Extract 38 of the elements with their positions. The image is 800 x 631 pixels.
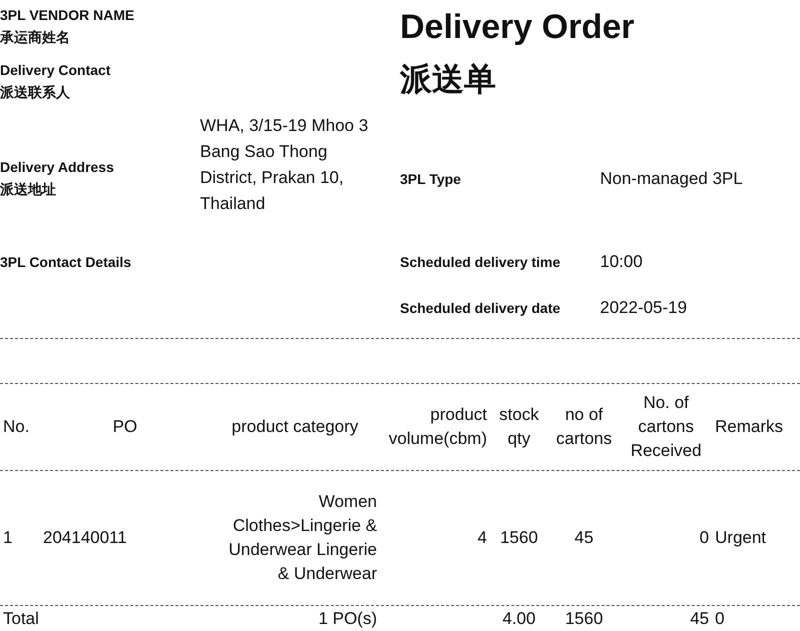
- field-value: 2022-05-19: [600, 297, 688, 319]
- table-cell-text: Total: [2, 608, 40, 630]
- table-cell-text: 1: [2, 527, 14, 549]
- table-cell-text: Urgent: [714, 527, 768, 549]
- table-cell-text: 1 PO(s): [317, 608, 378, 630]
- column-header: No. of cartons Received: [630, 392, 702, 462]
- table-cell-text: 4: [476, 527, 488, 549]
- field-label: 派送地址: [0, 180, 57, 199]
- column-header: No.: [2, 416, 30, 438]
- field-value: 10:00: [600, 251, 644, 273]
- column-header: product volume(cbm): [388, 404, 488, 450]
- document-title: Delivery Order: [400, 8, 634, 47]
- column-header: no of cartons: [555, 404, 613, 450]
- column-header: Remarks: [714, 416, 782, 438]
- table-cell-text: 45: [689, 608, 710, 630]
- field-label: 3PL VENDOR NAME: [0, 6, 136, 25]
- table-cell-text: Women Clothes>Lingerie & Underwear Lingerie & Underwear: [228, 491, 378, 585]
- column-header: stock qty: [498, 404, 540, 450]
- field-label: 派送联系人: [0, 83, 71, 102]
- table-cell-text: 1560: [564, 608, 604, 630]
- column-header: PO: [112, 416, 138, 438]
- table-cell-text: 0: [714, 608, 726, 630]
- field-label: Scheduled delivery time: [400, 253, 562, 272]
- table-cell-text: 45: [574, 527, 594, 549]
- document-title: 派送单: [400, 60, 496, 99]
- table-cell-text: 204140011: [42, 527, 128, 549]
- field-label: 3PL Contact Details: [0, 253, 132, 272]
- field-value: WHA, 3/15-19 Mhoo 3 Bang Sao Thong District, Prakan 10, Thailand: [200, 115, 370, 215]
- field-label: Scheduled delivery date: [400, 299, 562, 318]
- field-label: 承运商姓名: [0, 28, 71, 47]
- table-cell-text: 4.00: [501, 608, 537, 630]
- field-label: Delivery Address: [0, 158, 115, 177]
- field-label: Delivery Contact: [0, 61, 112, 80]
- field-label: 3PL Type: [400, 170, 462, 189]
- table-cell-text: 1560: [499, 527, 539, 549]
- column-header: product category: [230, 416, 360, 438]
- table-cell-text: 0: [698, 527, 710, 549]
- field-value: Non-managed 3PL: [600, 168, 744, 190]
